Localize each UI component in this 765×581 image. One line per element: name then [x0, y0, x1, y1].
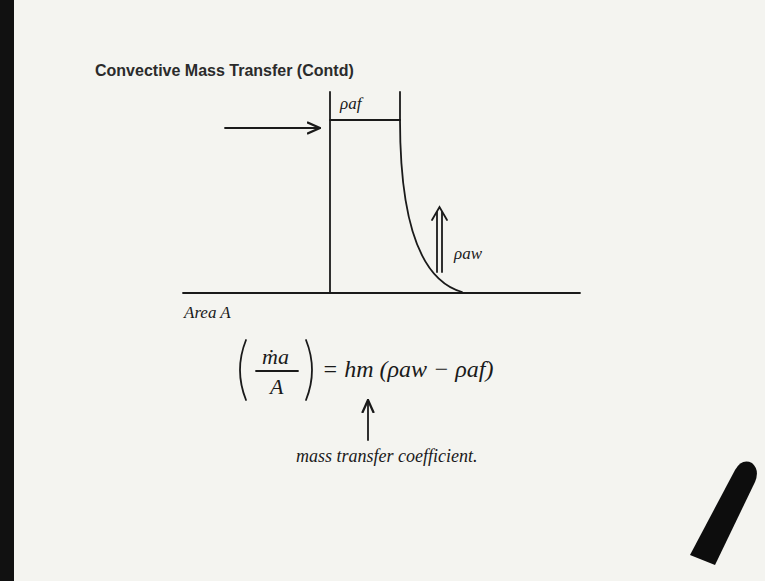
leading-edge — [329, 92, 331, 293]
annotation: mass transfer coefficient. — [296, 446, 477, 467]
concentration-label: ρaw — [454, 244, 482, 264]
leader-arrow — [367, 400, 369, 440]
concentration-profile — [400, 120, 462, 292]
transfer-arrow — [441, 212, 443, 272]
flow-arrow — [225, 127, 320, 129]
equation-term: A — [270, 374, 283, 400]
profile-line — [330, 119, 400, 121]
concentration-label: ρaf — [340, 94, 361, 114]
transfer-arrow — [436, 212, 438, 272]
bracket — [240, 340, 246, 400]
equation-term: = hm (ρaw − ρaf) — [322, 356, 493, 383]
wall-line — [183, 292, 580, 294]
transfer-arrowhead — [432, 207, 447, 220]
slide-title: Convective Mass Transfer (Contd) — [95, 62, 354, 80]
frame-edge — [0, 0, 14, 581]
fraction-bar — [256, 370, 298, 372]
slide-ground — [14, 0, 765, 581]
stylus — [690, 462, 757, 565]
area-label: Area A — [184, 303, 231, 323]
equation-term: ṁa — [262, 344, 289, 370]
profile-line — [399, 92, 401, 120]
bracket — [306, 340, 312, 400]
